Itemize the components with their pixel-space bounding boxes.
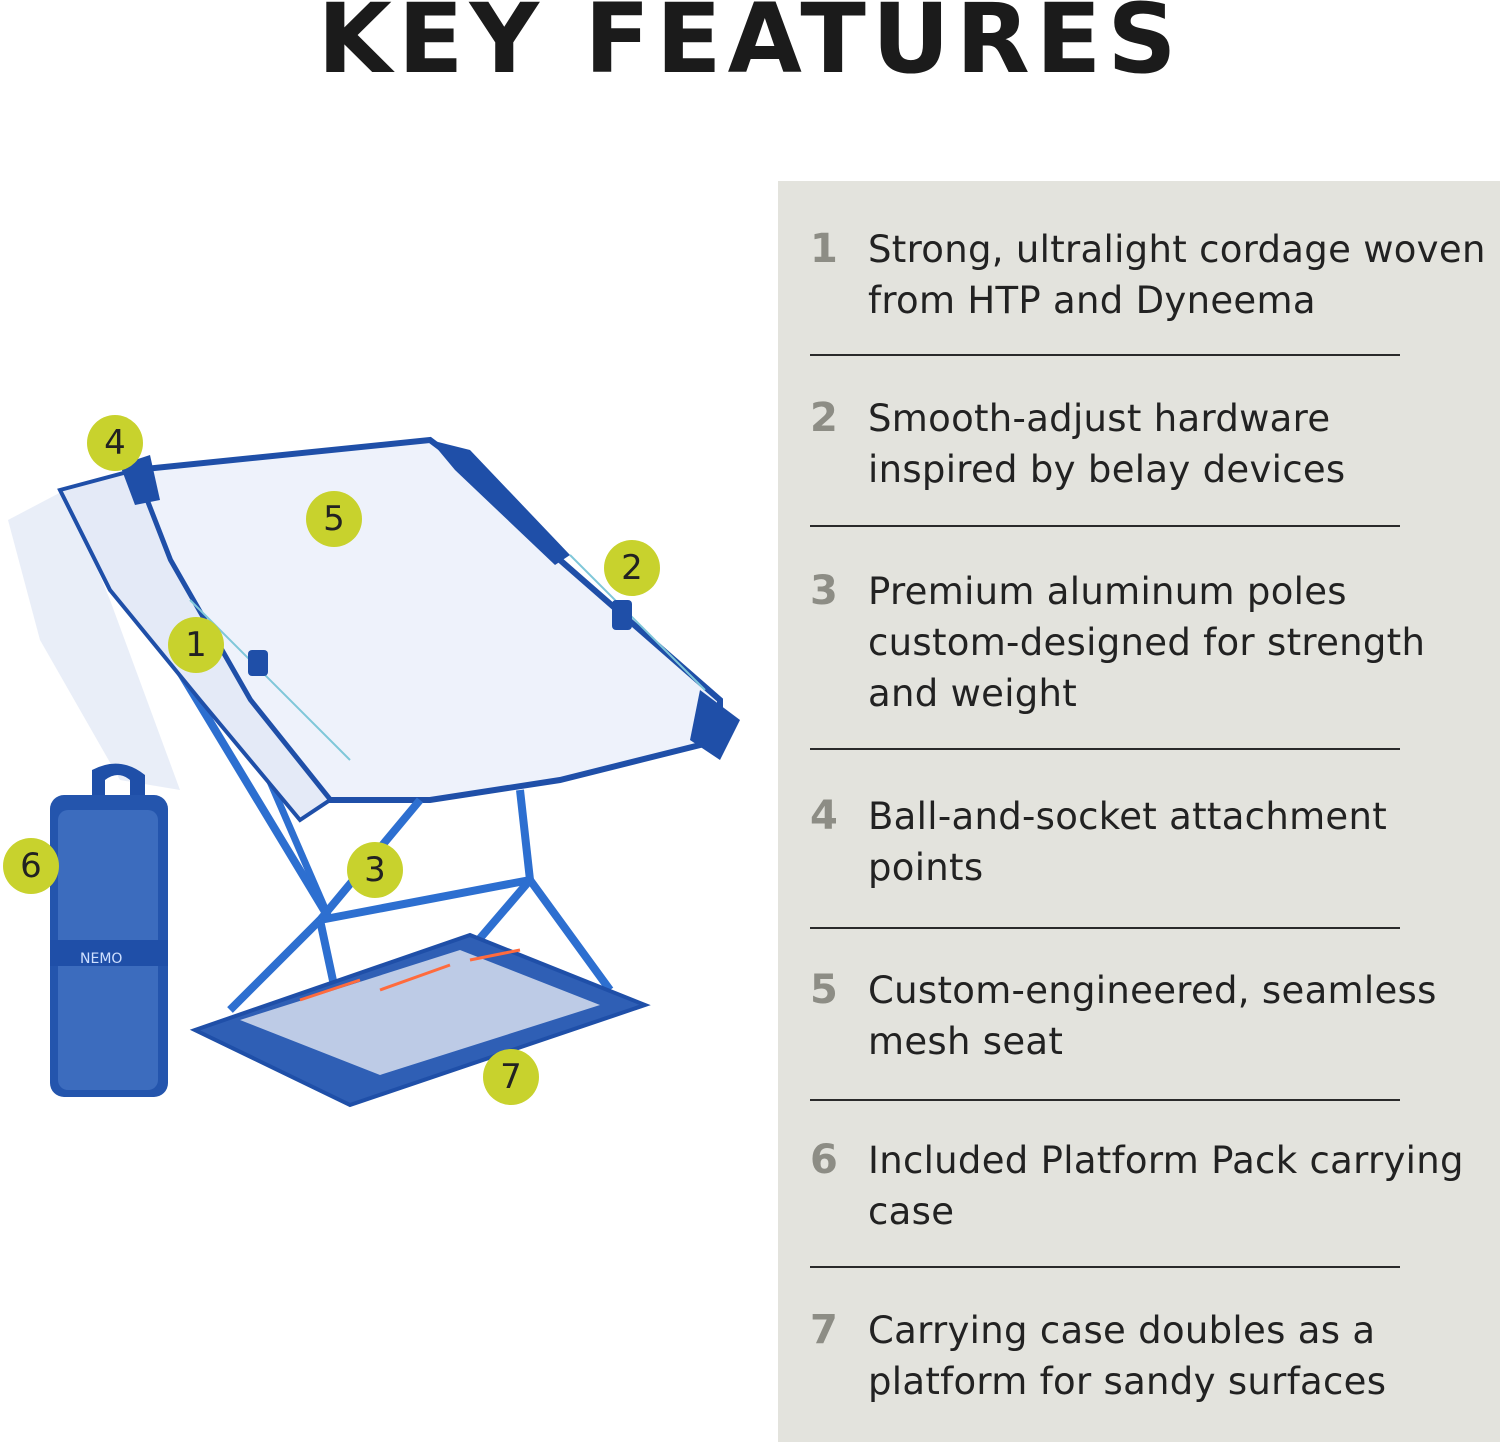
feature-text: Custom-engineered, seamless mesh seat	[868, 969, 1437, 1063]
callout-badge-1: 1	[168, 617, 224, 673]
callout-badge-7: 7	[483, 1049, 539, 1105]
feature-number: 6	[810, 1137, 838, 1183]
chair-illustration: NEMO	[8, 436, 740, 1108]
feature-text: Ball-and-socket attachment points	[868, 795, 1388, 889]
callout-badge-5: 5	[306, 491, 362, 547]
callout-badge-3: 3	[347, 842, 403, 898]
feature-text: Smooth-adjust hardware inspired by belay…	[868, 397, 1346, 491]
callout-badge-6: 6	[3, 838, 59, 894]
callout-badge-4: 4	[87, 415, 143, 471]
feature-number: 7	[810, 1307, 838, 1353]
divider	[810, 748, 1400, 750]
page-title: KEY FEATURES	[317, 0, 1183, 95]
callout-badge-2: 2	[604, 540, 660, 596]
feature-number: 2	[810, 395, 838, 441]
divider	[810, 525, 1400, 527]
feature-number: 4	[810, 793, 838, 839]
feature-text: Premium aluminum poles custom-designed f…	[868, 570, 1426, 715]
feature-text: Strong, ultralight cordage woven from HT…	[868, 228, 1486, 322]
feature-number: 1	[810, 226, 838, 272]
divider	[810, 1099, 1400, 1101]
feature-text: Included Platform Pack carrying case	[868, 1139, 1464, 1233]
svg-text:NEMO: NEMO	[80, 951, 122, 967]
feature-number: 3	[810, 568, 838, 614]
divider	[810, 1266, 1400, 1268]
divider	[810, 354, 1400, 356]
divider	[810, 927, 1400, 929]
feature-number: 5	[810, 967, 838, 1013]
feature-text: Carrying case doubles as a platform for …	[868, 1309, 1387, 1403]
features-panel: 1 Strong, ultralight cordage woven from …	[778, 181, 1500, 1442]
